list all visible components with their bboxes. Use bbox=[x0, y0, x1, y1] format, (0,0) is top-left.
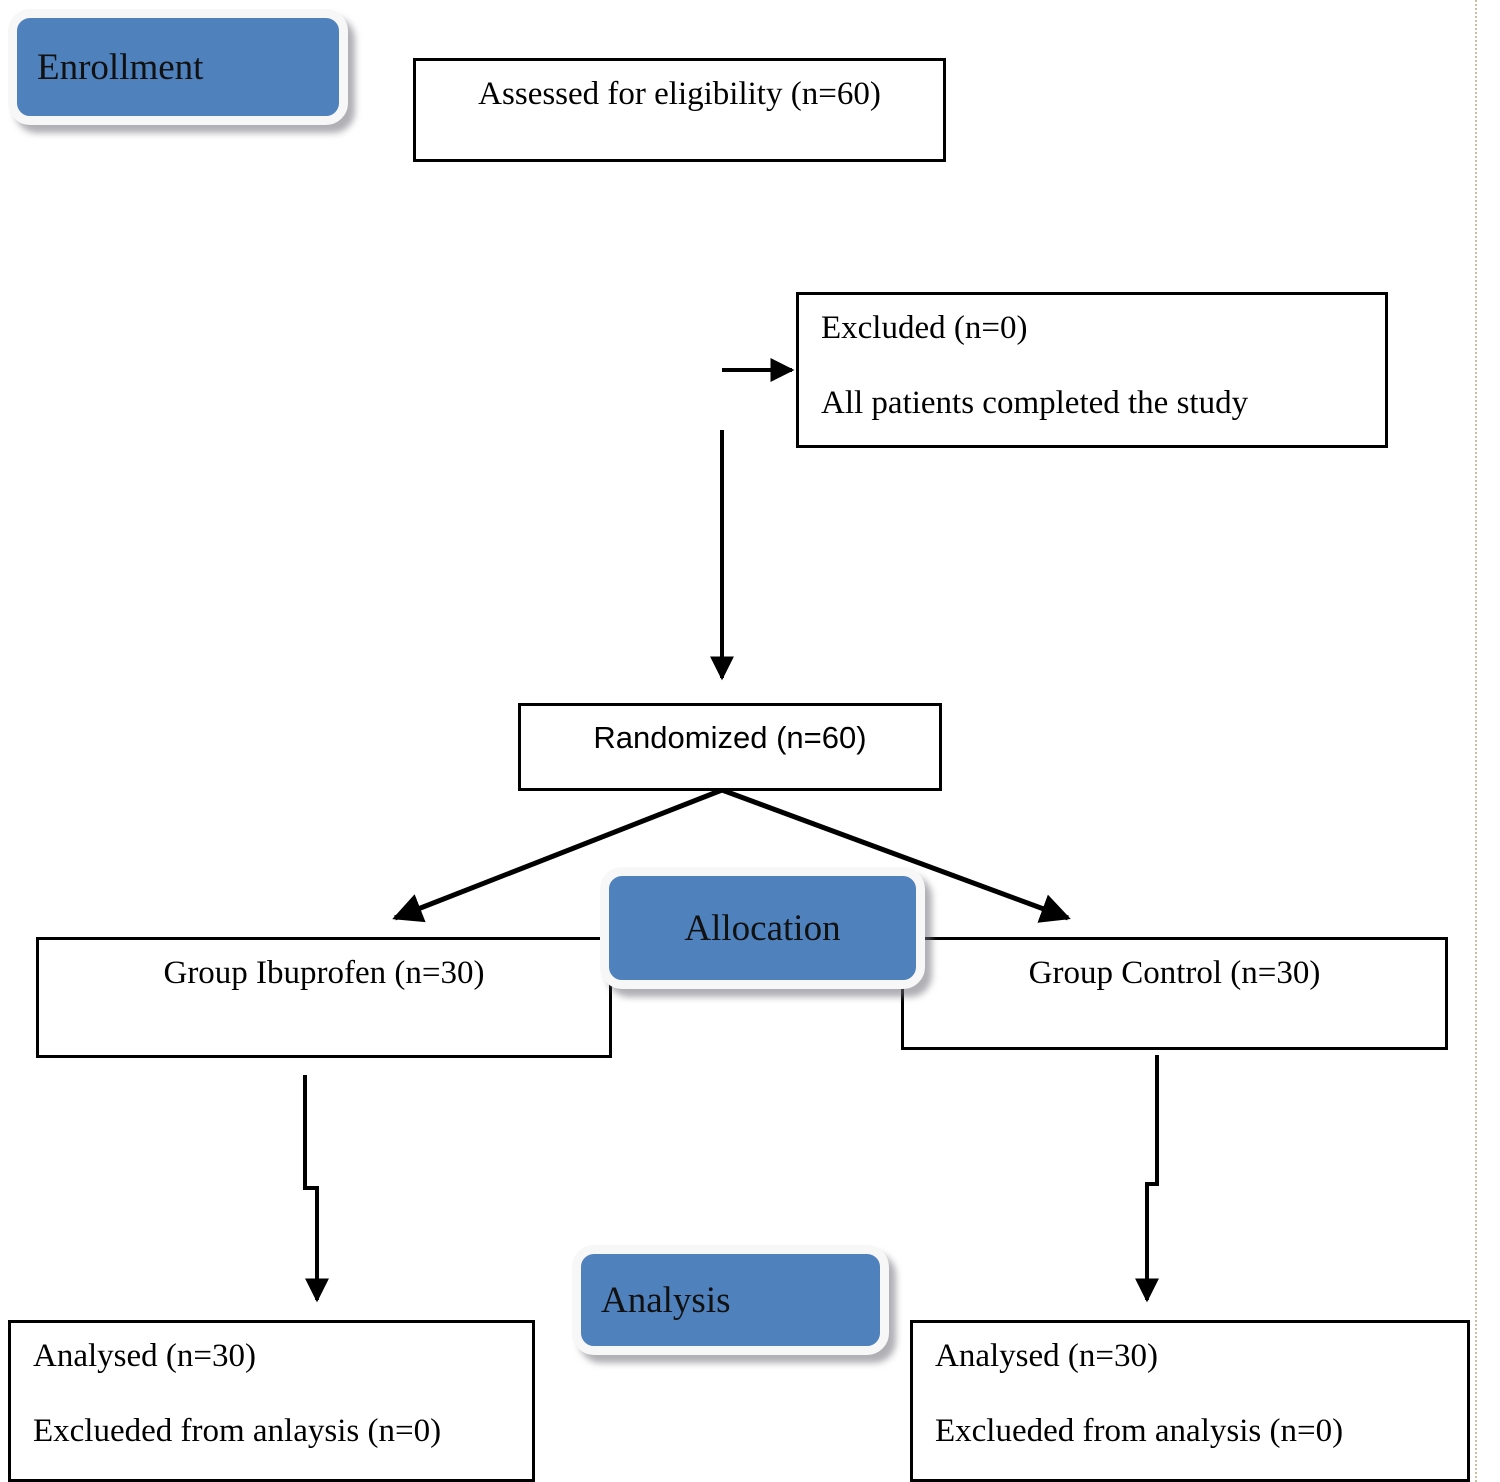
node-excluded[interactable]: Excluded (n=0) All patients completed th… bbox=[796, 292, 1388, 448]
analysed-left-line-2: Exclueded from anlaysis (n=0) bbox=[33, 1412, 442, 1449]
node-group-ibuprofen[interactable]: Group Ibuprofen (n=30) bbox=[36, 937, 612, 1058]
node-analysed-ibuprofen[interactable]: Analysed (n=30) Exclueded from anlaysis … bbox=[8, 1320, 535, 1482]
excluded-line-2: All patients completed the study bbox=[821, 384, 1249, 421]
arrow-randomized-to-control bbox=[721, 787, 1071, 923]
arrow-control-to-analysed bbox=[1135, 1055, 1159, 1303]
group-control-line-1: Group Control (n=30) bbox=[1028, 955, 1321, 991]
node-assessed-for-eligibility[interactable]: Assessed for eligibility (n=60) bbox=[413, 58, 946, 162]
randomized-line-1: Randomized (n=60) bbox=[593, 720, 867, 755]
node-analysed-control[interactable]: Analysed (n=30) Exclueded from analysis … bbox=[910, 1320, 1470, 1482]
excluded-line-1: Excluded (n=0) bbox=[821, 310, 1028, 346]
page-margin-rule bbox=[1475, 0, 1477, 1482]
node-randomized[interactable]: Randomized (n=60) bbox=[518, 703, 942, 791]
group-ibuprofen-line-1: Group Ibuprofen (n=30) bbox=[163, 955, 485, 991]
stage-badge-allocation[interactable]: Allocation bbox=[600, 867, 925, 989]
assessed-line-1: Assessed for eligibility (n=60) bbox=[478, 76, 881, 112]
arrow-ibuprofen-to-analysed bbox=[303, 1075, 329, 1303]
stage-badge-allocation-label: Allocation bbox=[684, 907, 841, 949]
analysed-right-line-1: Analysed (n=30) bbox=[935, 1338, 1158, 1374]
stage-badge-analysis[interactable]: Analysis bbox=[572, 1245, 889, 1355]
analysed-left-line-1: Analysed (n=30) bbox=[33, 1338, 256, 1374]
analysed-right-line-2: Exclueded from analysis (n=0) bbox=[935, 1412, 1344, 1449]
arrow-randomized-to-ibuprofen bbox=[392, 787, 723, 923]
stage-badge-analysis-label: Analysis bbox=[601, 1279, 731, 1321]
stage-badge-enrollment-label: Enrollment bbox=[37, 46, 204, 88]
node-group-control[interactable]: Group Control (n=30) bbox=[901, 937, 1448, 1050]
stage-badge-enrollment[interactable]: Enrollment bbox=[8, 9, 348, 125]
